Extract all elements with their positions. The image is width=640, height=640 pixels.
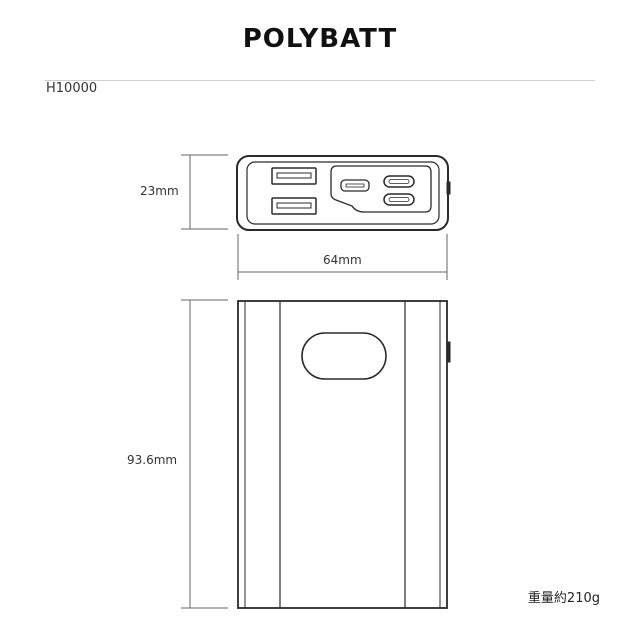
- display-window: [301, 332, 387, 380]
- model-name: H10000: [46, 81, 98, 96]
- height-label: 93.6mm: [127, 453, 178, 467]
- brand-logo: POLYBATT: [242, 24, 398, 54]
- front-view: [237, 300, 451, 609]
- weight-label: 重量約210g: [527, 591, 600, 606]
- side-button: [446, 341, 451, 363]
- width-label: 64mm: [323, 253, 362, 267]
- usb-a-port-top: [271, 167, 317, 185]
- width-dimension: [237, 234, 448, 280]
- height-dimension: [181, 299, 228, 609]
- top-view: [236, 155, 451, 231]
- header-divider: [45, 80, 595, 81]
- port-panel: [330, 165, 432, 213]
- thickness-label: 23mm: [140, 184, 179, 198]
- usb-a-port-bottom: [271, 197, 317, 215]
- thickness-dimension: [181, 154, 228, 230]
